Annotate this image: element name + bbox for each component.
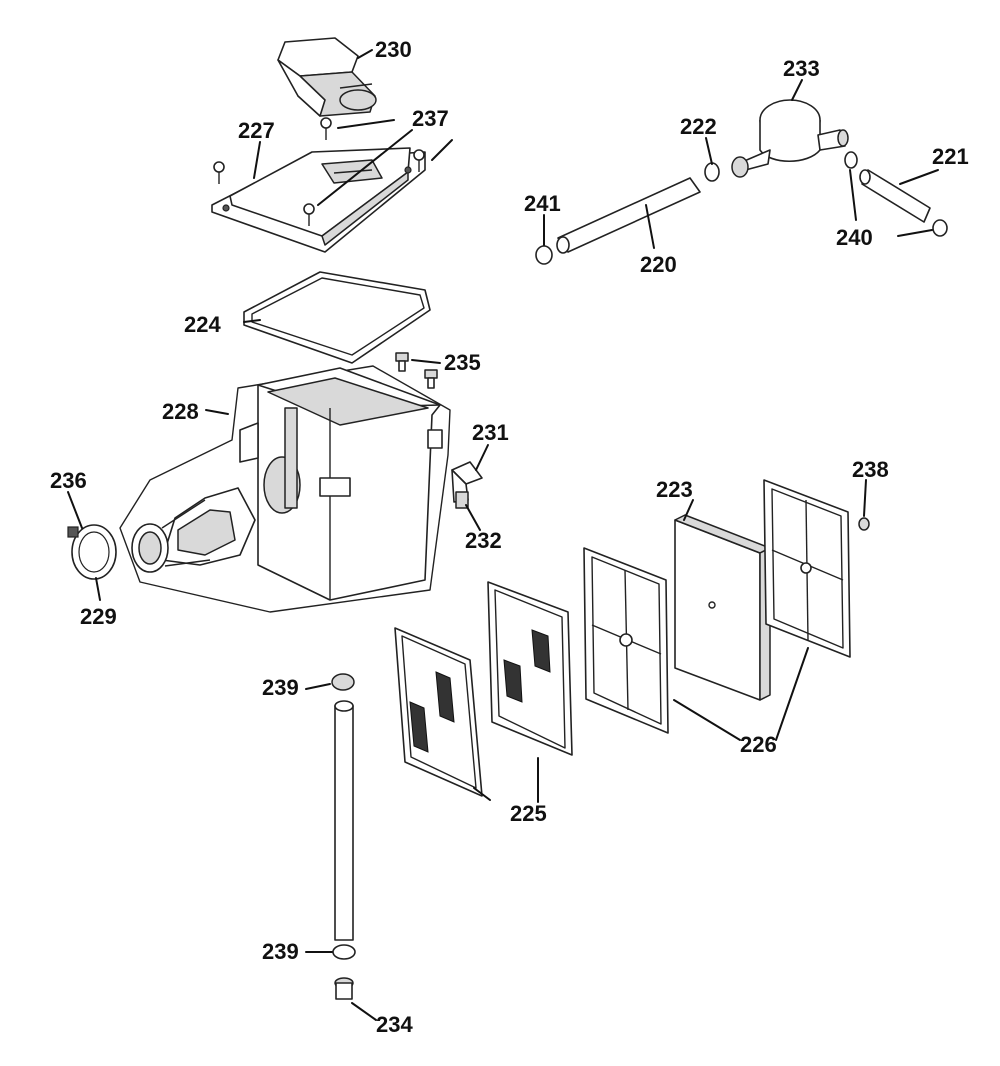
part-235-bolts [395,352,438,389]
screw-icon [213,161,225,184]
part-229-hose-clamp [67,524,117,580]
part-241-clamp [535,245,553,265]
callout-231: 231 [472,420,509,445]
part-232-fitting-cap [455,491,469,509]
part-237-lid-screws [213,117,425,226]
callout-222: 222 [680,114,717,139]
callout-232: 232 [465,528,502,553]
part-225-screen-rear [487,581,573,756]
callout-240: 240 [836,225,873,250]
callout-225: 225 [510,801,547,826]
callout-234: 234 [376,1012,413,1037]
part-233-breather [731,99,849,178]
callout-229: 229 [80,604,117,629]
part-224-lid-gasket [243,271,431,364]
callout-227: 227 [238,118,275,143]
bolt-icon [395,352,409,372]
intake-boot [131,487,256,573]
part-225-screen-front [394,627,483,797]
part-220-breather-hose [556,177,701,254]
callout-239-top: 239 [262,675,299,700]
callout-233: 233 [783,56,820,81]
part-226-filter-frame-rear [763,479,851,658]
callout-236: 236 [50,468,87,493]
leader-lines [67,49,939,1021]
callout-228: 228 [162,399,199,424]
callout-235: 235 [444,350,481,375]
part-238-plug [858,517,870,531]
screw-icon [320,117,332,140]
part-227-airbox-lid [211,147,426,253]
callout-241: 241 [524,191,561,216]
part-221-breather-hose [859,169,931,223]
callout-221: 221 [932,144,969,169]
callout-224: 224 [184,312,221,337]
part-228-airbox-housing [119,365,451,613]
callout-237: 237 [412,106,449,131]
part-222-clamp [704,162,720,182]
callout-239-bottom: 239 [262,939,299,964]
part-223-foam-filter [674,514,771,701]
bolt-icon [424,369,438,389]
part-240-clamp [844,151,948,237]
callout-223: 223 [656,477,693,502]
callout-238: 238 [852,457,889,482]
callout-labels: 230 227 237 224 235 228 236 229 231 232 … [50,37,969,1037]
part-230-inlet-duct [277,37,377,117]
callout-220: 220 [640,252,677,277]
callout-226: 226 [740,732,777,757]
part-239-clamp-top [331,673,355,691]
part-239-clamp-bottom [332,944,356,960]
screw-icon [413,149,425,172]
drain-tube [334,700,354,941]
part-226-filter-frame-front [583,547,669,734]
callout-230: 230 [375,37,412,62]
screw-icon [303,203,315,226]
part-234-drain-plug [334,977,354,1000]
